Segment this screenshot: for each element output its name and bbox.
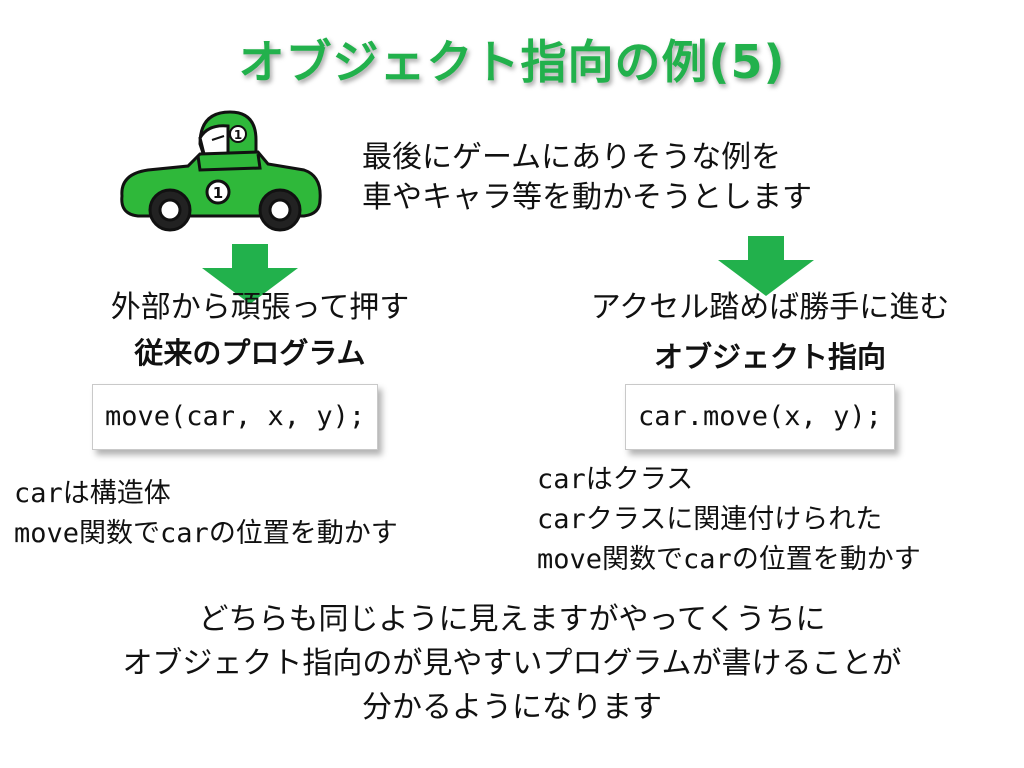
svg-text:1: 1 [234, 128, 242, 142]
left-desc-line-2: move関数でcarの位置を動かす [14, 518, 398, 549]
right-heading: オブジェクト指向 [653, 340, 886, 374]
closing-line-1: どちらも同じように見えますがやってくうちに [198, 602, 826, 637]
car-number: 1 [213, 184, 223, 202]
wheel-icon [148, 188, 192, 232]
left-heading: 従来のプログラム [134, 336, 366, 370]
race-car-illustration: 1 1 [120, 110, 322, 232]
intro-text: 最後にゲームにありそうな例を 車やキャラ等を動かそうとします [362, 138, 812, 218]
right-caption: アクセル踏めば勝手に進む [590, 290, 950, 325]
intro-line-1: 最後にゲームにありそうな例を [362, 140, 782, 175]
right-desc-line-3: move関数でcarの位置を動かす [537, 544, 921, 575]
closing-line-2: オブジェクト指向のが見やすいプログラムが書けることが [122, 646, 902, 681]
right-code-box: car.move(x, y); [625, 384, 895, 450]
right-desc-line-1: carはクラス [537, 464, 694, 495]
left-caption: 外部から頑張って押す [110, 290, 410, 325]
left-description: carは構造体 move関数でcarの位置を動かす [14, 474, 398, 554]
down-arrow-icon [718, 236, 814, 296]
wheel-icon [258, 188, 302, 232]
right-desc-line-2: carクラスに関連付けられた [537, 504, 883, 535]
intro-line-2: 車やキャラ等を動かそうとします [362, 180, 812, 215]
down-arrow-icon [202, 244, 298, 304]
slide-title: オブジェクト指向の例(5) [238, 35, 786, 89]
left-desc-line-1: carは構造体 [14, 478, 171, 509]
right-description: carはクラス carクラスに関連付けられた move関数でcarの位置を動かす [537, 460, 921, 580]
closing-line-3: 分かるようになります [362, 690, 662, 725]
closing-text: どちらも同じように見えますがやってくうちに オブジェクト指向のが見やすいプログラ… [0, 598, 1024, 730]
left-code-box: move(car, x, y); [92, 384, 379, 450]
